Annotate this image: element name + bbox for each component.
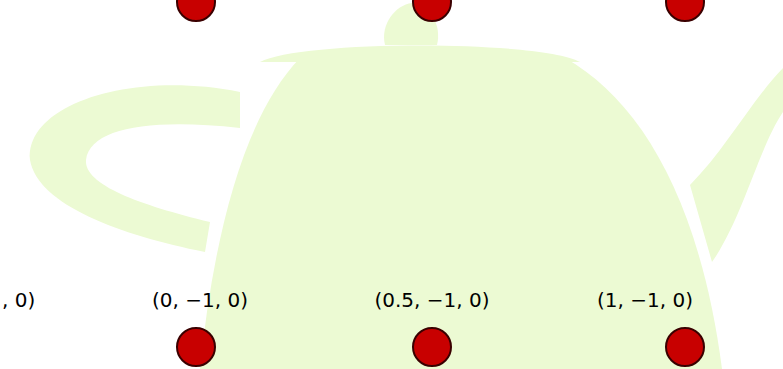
coordinate-label: (0.5, −1, 0) bbox=[374, 290, 489, 310]
control-point bbox=[413, 0, 451, 21]
control-points bbox=[177, 0, 704, 366]
control-point bbox=[413, 328, 451, 366]
teapot-silhouette bbox=[30, 3, 783, 369]
control-point bbox=[666, 328, 704, 366]
control-point bbox=[666, 0, 704, 21]
control-point bbox=[177, 0, 215, 21]
coordinate-label: (0, −1, 0) bbox=[152, 290, 248, 310]
coordinate-label: (1, −1, 0) bbox=[597, 290, 693, 310]
coordinate-label: , 0) bbox=[2, 290, 35, 310]
control-point bbox=[177, 328, 215, 366]
